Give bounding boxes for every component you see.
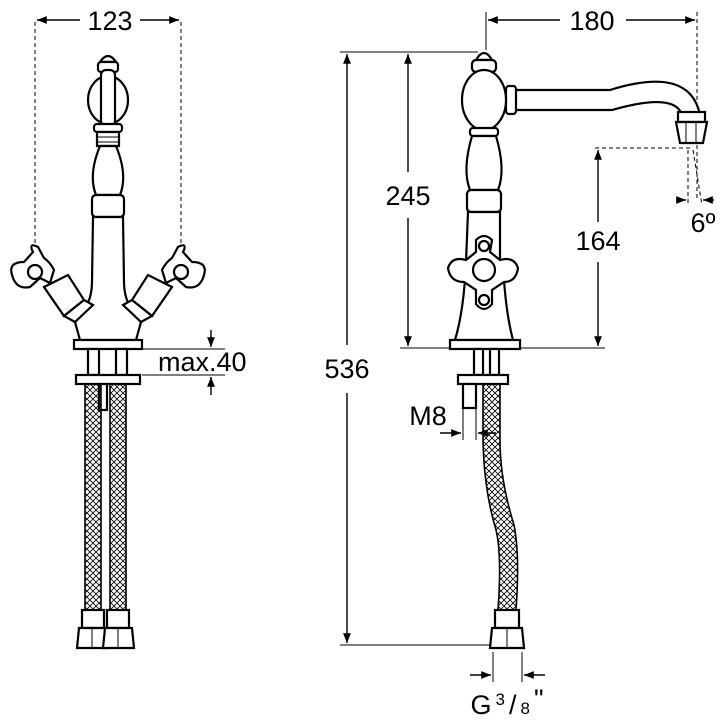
dim-connection-num: 3	[495, 690, 504, 709]
front-view: 123	[10, 6, 247, 650]
front-hoses	[75, 383, 136, 650]
dim-deck-thickness-label: max.40	[158, 347, 247, 377]
dim-connection-main: G	[470, 690, 491, 720]
dim-side-height-label: 245	[385, 181, 430, 211]
side-spout	[504, 80, 709, 145]
dim-stud-thread-label: M8	[409, 401, 447, 431]
dim-side-reach-label: 180	[569, 6, 614, 36]
dim-connection: G 3 / 8 "	[470, 652, 545, 720]
dim-side-height: 245	[385, 54, 455, 349]
side-view: 180 536 245 164	[324, 6, 715, 720]
front-body	[73, 144, 143, 342]
front-top-finial	[86, 54, 130, 148]
dim-front-width-label: 123	[87, 6, 132, 36]
dim-total-height: 536	[324, 51, 496, 646]
dim-connection-label: G 3 / 8 "	[470, 684, 543, 720]
dim-connection-unit: "	[534, 684, 544, 714]
dim-spout-angle: 6º	[676, 149, 716, 238]
dim-spout-height-label: 164	[575, 226, 620, 256]
dim-spout-angle-label: 6º	[691, 208, 716, 238]
dim-deck-thickness: max.40	[142, 330, 247, 395]
side-hose	[482, 383, 526, 650]
dim-spout-height: 164	[520, 147, 690, 349]
dim-stud-thread: M8	[409, 401, 496, 440]
front-base	[72, 338, 144, 412]
dim-front-width: 123	[34, 6, 182, 255]
front-right-handle	[121, 244, 206, 324]
front-left-handle	[10, 244, 95, 324]
dim-connection-den: 8	[520, 699, 529, 718]
dim-connection-slash: /	[509, 690, 517, 720]
side-handle	[446, 234, 520, 311]
dim-total-height-label: 536	[324, 354, 369, 384]
